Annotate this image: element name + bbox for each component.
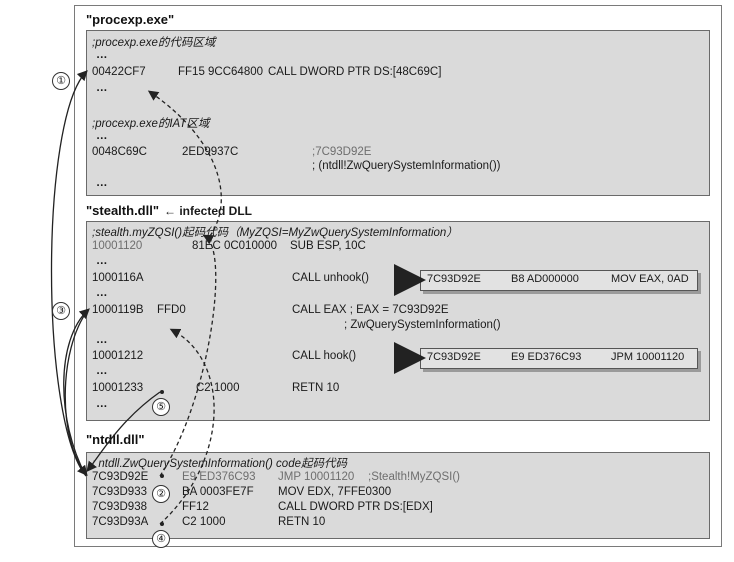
stealth-instr-4: CALL EAX ; EAX = 7C93D92E: [292, 304, 449, 316]
stealth-addr-4: 1000119B: [92, 304, 144, 316]
ntdll-bytes-2: FF12: [182, 501, 209, 513]
step-marker-1: ①: [52, 72, 70, 90]
ntdll-addr-2: 7C93D938: [92, 501, 147, 513]
step-marker-5: ⑤: [152, 398, 170, 416]
hook-patch-instr: JPM 10001120: [611, 351, 685, 363]
ntdll-bytes-0: E9 ED376C93: [182, 471, 256, 483]
ntdll-header: ; ntdll.ZwQuerySystemInformation() code起…: [92, 458, 347, 470]
arrow-procexp-dashed: [147, 90, 222, 237]
arrow-2-dashed: [159, 234, 217, 477]
hook-patch-bytes: E9 ED376C93: [511, 351, 582, 363]
procexp-title: "procexp.exe": [86, 12, 175, 27]
ntdll-box: [86, 452, 710, 539]
stealth-instr-5: ; ZwQuerySystemInformation(): [344, 319, 501, 331]
procexp-iat-addr: 0048C69C: [92, 146, 147, 158]
stealth-addr-1: …: [96, 255, 109, 267]
hook-patch-box: 7C93D92E E9 ED376C93 JPM 10001120: [420, 348, 698, 369]
stealth-addr-10: …: [96, 398, 109, 410]
arrow-5-return: [86, 391, 161, 473]
unhook-patch-bytes: B8 AD000000: [511, 273, 579, 285]
arrow-3-up: [63, 308, 90, 477]
ntdll-addr-1: 7C93D933: [92, 486, 147, 498]
stealth-header: ;stealth.myZQSI()起码代码（MyZQSI=MyZwQuerySy…: [92, 227, 458, 239]
arrow-3-down: [64, 309, 89, 477]
ntdll-addr-3: 7C93D93A: [92, 516, 149, 528]
ntdll-instr-0: JMP 10001120: [278, 471, 355, 483]
procexp-code-header: ;procexp.exe的代码区域: [92, 37, 216, 49]
stealth-addr-8: …: [96, 365, 109, 377]
stealth-addr-6: …: [96, 334, 109, 346]
unhook-patch-addr: 7C93D92E: [427, 273, 481, 285]
stealth-box: [86, 221, 710, 421]
stealth-addr-0: 10001120: [92, 240, 143, 252]
procexp-code-instr: CALL DWORD PTR DS:[48C69C]: [268, 66, 442, 78]
step-marker-4: ④: [152, 530, 170, 548]
origin-dot-4: [160, 522, 164, 526]
step-marker-3: ③: [52, 302, 70, 320]
procexp-iat-header: ;procexp.exe的IAT区域: [92, 118, 210, 130]
origin-dot-2: [160, 474, 164, 478]
ntdll-bytes-1: BA 0003FE7F: [182, 486, 254, 498]
procexp-code-bytes: FF15 9CC64800: [178, 66, 264, 78]
stealth-addr-2: 1000116A: [92, 272, 144, 284]
procexp-dots-2: …: [96, 82, 109, 94]
hook-patch-addr: 7C93D92E: [427, 351, 481, 363]
origin-dot-5: [160, 390, 164, 394]
stealth-bytes-9: C2 1000: [196, 382, 240, 394]
stealth-addr-3: …: [96, 287, 109, 299]
step-marker-2: ②: [152, 485, 170, 503]
unhook-patch-instr: MOV EAX, 0AD: [611, 273, 689, 285]
ntdll-title: "ntdll.dll": [86, 432, 145, 447]
procexp-iat-bytes: 2ED9937C: [182, 146, 239, 158]
procexp-box: [86, 30, 710, 196]
ntdll-instr-2: CALL DWORD PTR DS:[EDX]: [278, 501, 433, 513]
ntdll-instr-3: RETN 10: [278, 516, 326, 528]
procexp-iat-comment-2: ; (ntdll!ZwQuerySystemInformation()): [312, 160, 501, 172]
ntdll-instr-1: MOV EDX, 7FFE0300: [278, 486, 392, 498]
procexp-iat-dots-1: …: [96, 130, 109, 142]
procexp-code-addr: 00422CF7: [92, 66, 146, 78]
stealth-instr-0: SUB ESP, 10C: [290, 240, 366, 252]
stealth-instr-9: RETN 10: [292, 382, 340, 394]
stealth-addr-7: 10001212: [92, 350, 144, 362]
stealth-instr-2: CALL unhook(): [292, 272, 369, 284]
procexp-iat-comment-1: ;7C93D92E: [312, 146, 372, 158]
unhook-patch-box: 7C93D92E B8 AD000000 MOV EAX, 0AD: [420, 270, 698, 291]
stealth-instr-7: CALL hook(): [292, 350, 357, 362]
stealth-annotation: ← infected DLL: [164, 204, 253, 218]
stealth-bytes-4: FFD0: [157, 304, 186, 316]
ntdll-bytes-3: C2 1000: [182, 516, 226, 528]
stealth-addr-9: 10001233: [92, 382, 144, 394]
ntdll-comment-0: ;Stealth!MyZQSI(): [368, 471, 461, 483]
procexp-dots-1: …: [96, 49, 109, 61]
ntdll-addr-0: 7C93D92E: [92, 471, 149, 483]
arrow-1: [50, 70, 88, 477]
procexp-iat-dots-2: …: [96, 177, 109, 189]
stealth-title: "stealth.dll": [86, 203, 160, 218]
